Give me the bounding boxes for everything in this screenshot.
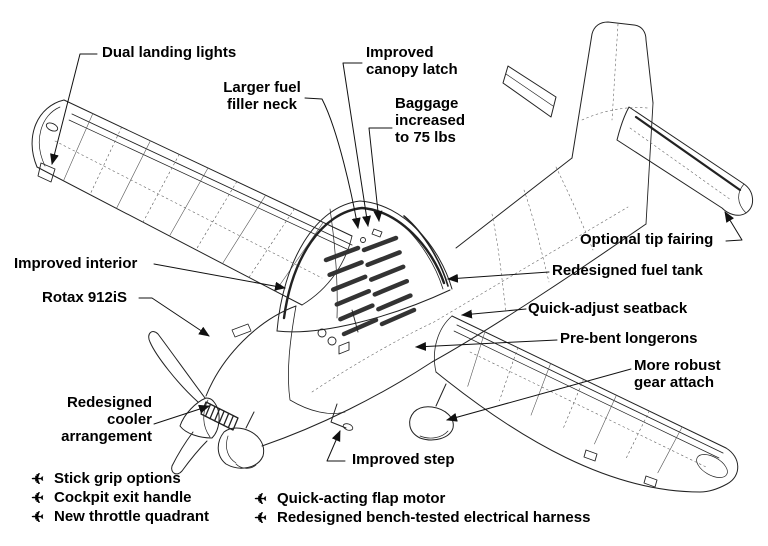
callout-more-robust-gear-attach: More robust gear attach [634, 357, 721, 391]
callout-larger-fuel-filler: Larger fuel filler neck [223, 79, 301, 113]
callout-pre-bent-longerons: Pre-bent longerons [560, 330, 698, 347]
right-wing-ribs [467, 331, 683, 474]
callout-engine: Rotax 912iS [42, 289, 128, 306]
airplane-bullet-icon: ✈ [31, 508, 44, 526]
leader-quick-adjust-seatback [461, 308, 527, 319]
left-wing [31, 99, 353, 306]
callout-baggage-increased: Baggage increased to 75 lbs [395, 95, 466, 146]
leader-baggage [368, 127, 393, 222]
main-wheel-fairing [409, 383, 454, 441]
right-wing [433, 315, 739, 493]
cockpit-details [317, 228, 383, 355]
seat-back-right [361, 235, 417, 327]
leader-redesigned-fuel-tank [447, 271, 550, 283]
list-item: ✈ New throttle quadrant [28, 508, 210, 526]
feature-label: Stick grip options [54, 470, 181, 487]
flap-hinge-brackets [583, 449, 658, 488]
landing-gear [217, 383, 454, 469]
callout-optional-tip-fairing: Optional tip fairing [580, 231, 714, 248]
feature-list-right: ✈ Quick-acting flap motor ✈ Redesigned b… [251, 490, 591, 527]
leader-pre-bent-longerons [415, 339, 558, 351]
feature-list-left: ✈ Stick grip options ✈ Cockpit exit hand… [28, 470, 210, 526]
list-item: ✈ Stick grip options [28, 470, 209, 488]
nose-wheel-fairing [217, 411, 265, 469]
right-stabilator [616, 106, 753, 216]
leader-improved-step [326, 430, 346, 462]
feature-label: New throttle quadrant [54, 508, 210, 525]
airplane-bullet-icon: ✈ [31, 470, 44, 488]
feature-label: Quick-acting flap motor [277, 490, 446, 507]
leader-more-robust-gear-attach [446, 368, 632, 422]
leader-larger-fuel-filler [304, 97, 361, 229]
boarding-step [330, 403, 354, 431]
left-stabilator [502, 65, 557, 118]
list-item: ✈ Quick-acting flap motor [251, 490, 590, 508]
airplane-bullet-icon: ✈ [31, 489, 44, 507]
list-item: ✈ Redesigned bench-tested electrical har… [251, 509, 591, 527]
leader-optional-tip-fairing [724, 211, 743, 242]
callout-redesigned-fuel-tank: Redesigned fuel tank [552, 262, 703, 279]
feature-label: Redesigned bench-tested electrical harne… [277, 509, 591, 526]
callout-redesigned-cooler: Redesigned cooler arrangement [61, 394, 152, 445]
nose-cowl [148, 305, 346, 475]
airplane-bullet-icon: ✈ [254, 490, 267, 508]
landing-light-cutout [37, 122, 59, 183]
airplane-bullet-icon: ✈ [254, 509, 267, 527]
vertical-fin [571, 21, 654, 159]
callout-dual-landing-lights: Dual landing lights [102, 44, 237, 61]
leader-improved-interior [153, 263, 286, 291]
callout-improved-interior: Improved interior [14, 255, 138, 272]
propeller-blade-upper [148, 331, 206, 403]
tailcone [261, 102, 654, 447]
feature-label: Cockpit exit handle [54, 489, 192, 506]
leader-improved-canopy-latch [342, 62, 371, 227]
leader-redesigned-cooler [153, 404, 210, 425]
leader-engine [138, 297, 210, 337]
propeller-blade-lower [171, 431, 208, 475]
leader-dual-landing-lights [50, 53, 98, 165]
list-item: ✈ Cockpit exit handle [28, 489, 209, 507]
callout-quick-adjust-seatback: Quick-adjust seatback [528, 300, 688, 317]
canopy-cockpit [276, 200, 453, 355]
seat-back-left [323, 245, 379, 337]
leader-lines [50, 53, 743, 462]
left-wing-ribs [63, 113, 324, 292]
callout-improved-canopy-latch: Improved canopy latch [366, 44, 458, 78]
callout-improved-step: Improved step [352, 451, 455, 468]
